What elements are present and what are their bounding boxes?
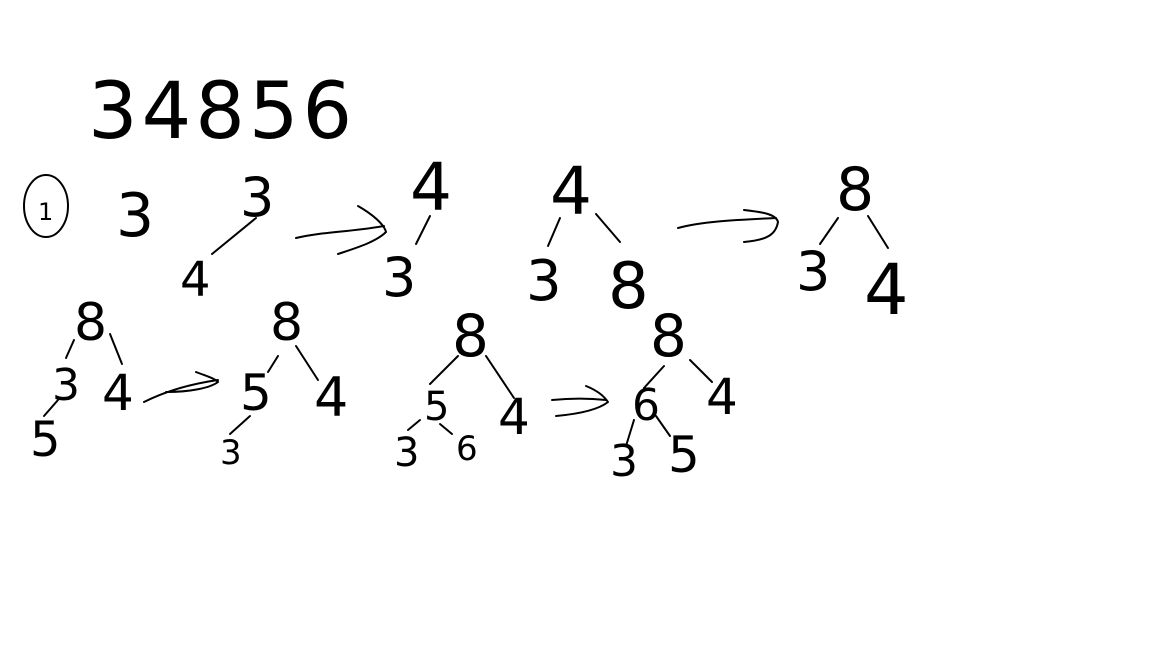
tree-4-left: 3 bbox=[796, 240, 830, 303]
tree-8-edge-left bbox=[643, 365, 665, 389]
tree-8-left: 6 bbox=[632, 380, 660, 431]
tree-4-root: 8 bbox=[836, 155, 874, 225]
tree-5-edge-right bbox=[109, 333, 123, 365]
tree-5: 8 3 4 5 bbox=[30, 293, 134, 468]
tree-7-right: 4 bbox=[498, 388, 530, 446]
tree-8-right: 4 bbox=[706, 368, 738, 426]
tree-1-edge bbox=[211, 217, 257, 255]
sequence-label: 34856 bbox=[88, 67, 356, 157]
tree-7-edge-gc-left bbox=[407, 419, 421, 431]
tree-7-gc-right: 6 bbox=[456, 429, 478, 469]
tree-8-edge-gc-left bbox=[625, 419, 635, 447]
tree-7-edge-left bbox=[429, 355, 459, 385]
tree-5-edge-grandchild bbox=[43, 399, 59, 417]
tree-6-root: 8 bbox=[270, 293, 303, 353]
arrow-4 bbox=[551, 385, 609, 417]
tree-1-root: 3 bbox=[240, 166, 274, 229]
tree-5-edge-left bbox=[65, 339, 75, 359]
tree-5-grandchild: 5 bbox=[30, 412, 61, 468]
tree-8: 8 6 4 3 5 bbox=[610, 302, 738, 487]
tree-4: 8 3 4 bbox=[796, 155, 909, 331]
tree-7-edge-gc-right bbox=[439, 423, 453, 435]
tree-2-root: 4 bbox=[410, 149, 452, 226]
tree-6-grandchild: 3 bbox=[220, 433, 242, 473]
arrow-2 bbox=[677, 209, 779, 243]
tree-8-edge-right bbox=[689, 359, 713, 383]
tree-8-gc-left: 3 bbox=[610, 436, 638, 487]
tree-2-edge bbox=[415, 215, 431, 245]
tree-3-right: 8 bbox=[608, 250, 649, 324]
tree-6-edge-grandchild bbox=[229, 415, 251, 435]
tree-5-root: 8 bbox=[74, 293, 107, 353]
tree-7: 8 5 4 3 6 bbox=[394, 302, 530, 476]
arrow-1 bbox=[295, 205, 387, 255]
tree-6-left: 5 bbox=[240, 364, 272, 422]
tree-4-right: 4 bbox=[864, 249, 909, 331]
tree-6: 8 5 4 3 bbox=[220, 293, 348, 473]
tree-8-edge-gc-right bbox=[655, 415, 671, 437]
tree-3-left: 3 bbox=[526, 249, 562, 314]
circled-one: 1 bbox=[23, 174, 69, 238]
tree-3-root: 4 bbox=[550, 153, 592, 230]
tree-1-child: 4 bbox=[180, 252, 211, 308]
tree-8-root: 8 bbox=[650, 302, 687, 370]
tree-6-right: 4 bbox=[314, 366, 348, 429]
arrow-3 bbox=[143, 371, 219, 403]
tree-5-right: 4 bbox=[102, 364, 134, 422]
row-value-three: 3 bbox=[116, 181, 154, 251]
tree-4-edge-left bbox=[819, 217, 839, 245]
tree-2-child: 3 bbox=[382, 246, 416, 309]
tree-7-gc-left: 3 bbox=[394, 430, 419, 476]
tree-6-edge-left bbox=[267, 355, 279, 373]
tree-4-edge-right bbox=[867, 215, 889, 249]
tree-3-edge-left bbox=[547, 217, 561, 247]
tree-8-gc-right: 5 bbox=[668, 426, 700, 484]
tree-7-root: 8 bbox=[452, 302, 489, 370]
tree-3: 4 3 8 bbox=[526, 153, 649, 324]
tree-7-edge-right bbox=[485, 355, 515, 399]
tree-6-edge-right bbox=[295, 345, 319, 381]
tree-2: 4 3 bbox=[382, 149, 452, 309]
circled-one-label: 1 bbox=[38, 198, 53, 226]
tree-3-edge-right bbox=[595, 213, 621, 243]
tree-7-left: 5 bbox=[424, 384, 449, 430]
tree-1: 3 4 bbox=[180, 166, 274, 308]
